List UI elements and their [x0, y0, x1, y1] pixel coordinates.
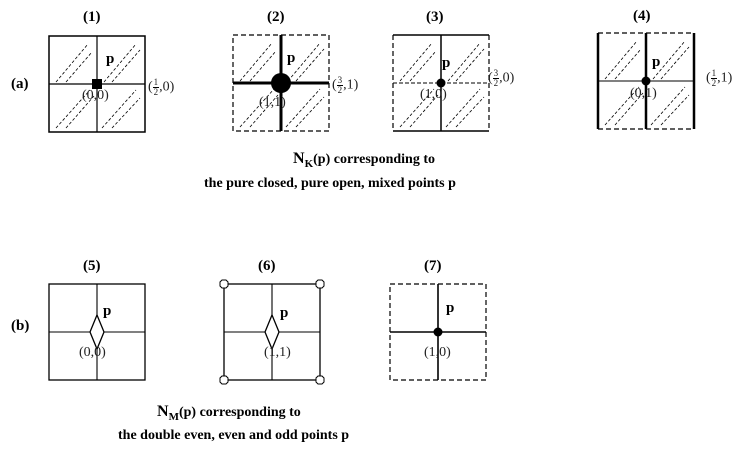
panel-number-5: (5) [83, 258, 101, 274]
panel-number-4: (4) [633, 8, 651, 24]
panel-number-6: (6) [258, 258, 276, 274]
center-coord-6: (1,1) [264, 345, 291, 360]
point-label: p [446, 300, 455, 316]
caption-b-line2: the double even, even and odd points p [118, 428, 350, 443]
center-coord-1: (0,0) [82, 88, 109, 103]
row-label-a: (a) [11, 76, 29, 92]
panel-number-3: (3) [426, 9, 444, 25]
panel-6 [219, 279, 325, 385]
center-coord-5: (0,0) [79, 345, 106, 360]
point-label: p [442, 55, 451, 71]
caption-a-line2: the pure closed, pure open, mixed points… [204, 176, 456, 191]
center-coord-2: (1,1) [259, 95, 286, 110]
panel-5 [48, 283, 146, 381]
corner-octagon [219, 279, 229, 289]
point-label: p [652, 54, 661, 70]
point-label: p [103, 303, 112, 319]
corner-octagon [315, 375, 325, 385]
panel-number-2: (2) [267, 9, 285, 25]
panel-7 [389, 283, 487, 381]
point-label: p [280, 305, 289, 321]
panel-2 [232, 34, 330, 132]
center-coord-7: (1,0) [424, 345, 451, 360]
point-label: p [287, 50, 296, 66]
corner-octagon [219, 375, 229, 385]
row-label-b: (b) [11, 318, 30, 334]
center-coord-3: (1,0) [420, 87, 447, 102]
panel-1 [48, 35, 146, 133]
panel-4 [596, 32, 696, 130]
panel-number-7: (7) [424, 258, 442, 274]
caption-a-line1: NK(p) corresponding to [293, 150, 435, 170]
panel-number-1: (1) [83, 9, 101, 25]
center-coord-4: (0,1) [630, 86, 657, 101]
panel-3 [392, 34, 490, 132]
point-label: p [106, 51, 115, 67]
caption-b-line1: NM(p) corresponding to [157, 403, 301, 423]
corner-octagon [315, 279, 325, 289]
